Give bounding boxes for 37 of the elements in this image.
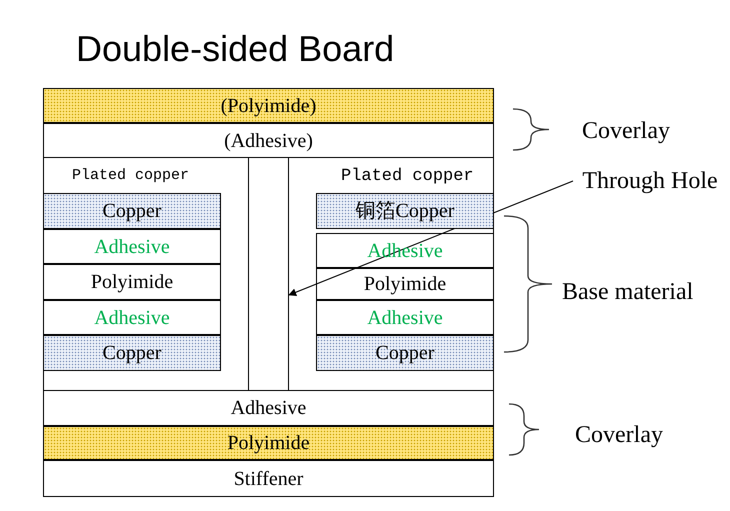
layer-band [316, 300, 494, 335]
bracket-label: Coverlay [575, 421, 663, 449]
layer-label: Stiffener [234, 468, 304, 490]
layer-label: 铜箔Copper [356, 200, 454, 222]
layer-band [43, 193, 221, 229]
layer-label: (Polyimide) [220, 94, 316, 116]
layer-band [43, 426, 494, 460]
layer-band [43, 123, 494, 158]
layer-band [43, 264, 221, 300]
title: Double-sided Board [76, 28, 394, 70]
layer-label: Adhesive [94, 306, 170, 328]
layer-band [43, 300, 221, 335]
layer-label: Polyimide [364, 273, 446, 295]
layer-band [43, 390, 494, 426]
layer-band [316, 193, 494, 229]
bracket-label: Coverlay [582, 117, 670, 145]
layer-band [316, 268, 494, 300]
layer-label: Polyimide [90, 271, 174, 293]
layer-label: Adhesive [367, 306, 443, 328]
layer-label: Adhesive [94, 236, 170, 258]
layer-band [43, 88, 494, 123]
layer-label: Copper [102, 342, 162, 364]
layer-label: Copper [376, 342, 434, 364]
layer-band [316, 335, 494, 371]
callout-text: Through Hole [582, 167, 718, 195]
layer-band [43, 335, 221, 371]
layer-label: (Adhesive) [224, 130, 313, 152]
layer-label: Polyimide [227, 432, 310, 454]
through-hole [248, 157, 289, 390]
bracket-label: Base material [562, 278, 694, 306]
layer-band [43, 460, 494, 497]
leader-line [288, 180, 574, 296]
layer-label: Adhesive [230, 397, 306, 419]
layer-label: Copper [102, 200, 162, 222]
layer-caption: Plated copper [341, 166, 474, 187]
layer-band [43, 229, 221, 264]
layer-caption: Plated copper [72, 166, 190, 185]
